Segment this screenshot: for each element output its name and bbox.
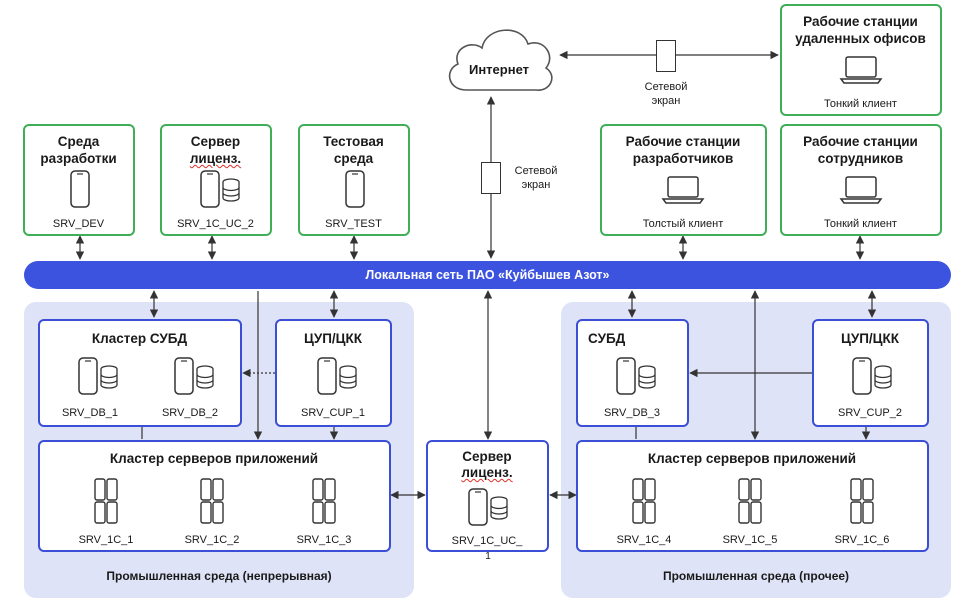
firewall-top-label-2: экран [651,95,681,107]
dbms-title: СУБД [588,331,626,346]
cup2-box: ЦУП/ЦКК SRV_CUP_2 [812,319,929,427]
server-rack-icon [94,478,118,524]
app-cluster-left-server-3: SRV_1C_3 [296,534,352,546]
dev-workstations-title-1: Рабочие станции [625,134,741,149]
license-top-server: SRV_1C_UC_2 [177,218,254,230]
dev-workstations-box: Рабочие станции разработчиков Толстый кл… [600,124,767,236]
lan-bar: Локальная сеть ПАО «Куйбышев Азот» [24,261,951,289]
firewall-mid-icon [481,162,501,194]
dev-workstations-client: Толстый клиент [642,218,724,230]
server-db-icon [174,357,214,395]
dev-env-box: Среда разработки SRV_DEV [23,124,135,236]
zone-other-label: Промышленная среда (прочее) [662,569,850,583]
employee-workstations-client: Тонкий клиент [824,218,897,230]
firewall-mid-label-2: экран [521,179,551,191]
cup1-title: ЦУП/ЦКК [303,331,363,346]
laptop-icon [839,176,883,204]
server-rack-icon [850,478,874,524]
app-cluster-right-server-1: SRV_1C_4 [616,534,672,546]
test-env-box: Тестовая среда SRV_TEST [298,124,410,236]
server-db-icon [78,357,118,395]
cup1-box: ЦУП/ЦКК SRV_CUP_1 [275,319,392,427]
dev-env-server: SRV_DEV [52,218,105,230]
server-rack-icon [200,478,224,524]
laptop-icon [839,56,883,84]
remote-offices-client: Тонкий клиент [824,98,897,110]
app-cluster-right-title: Кластер серверов приложений [647,451,857,466]
dbms-cluster-box: Кластер СУБД SRV_DB_1 SRV_DB_2 [38,319,242,427]
dbms-server: SRV_DB_3 [603,407,661,419]
laptop-icon [661,176,705,204]
employee-workstations-box: Рабочие станции сотрудников Тонкий клиен… [780,124,942,236]
license-mid-title-1: Сервер [462,449,512,464]
app-cluster-left-server-1: SRV_1C_1 [78,534,134,546]
employee-workstations-title-1: Рабочие станции [803,134,918,149]
server-rack-icon [632,478,656,524]
server-rack-icon [312,478,336,524]
firewall-mid-label-1: Сетевой [514,165,558,177]
license-top-box: Сервер лиценз. SRV_1C_UC_2 [160,124,272,236]
server-db-icon [852,357,892,395]
dbms-cluster-server-2: SRV_DB_2 [161,407,219,419]
firewall-top-label-1: Сетевой [644,81,688,93]
server-db-icon [468,488,508,526]
license-mid-title-2: лиценз. [461,465,513,480]
license-mid-box: Сервер лиценз. SRV_1C_UC_ [426,440,549,552]
cloud-icon [448,29,553,91]
dbms-box: СУБД SRV_DB_3 [576,319,689,427]
remote-offices-title-2: удаленных офисов [795,31,926,46]
zone-continuous-label: Промышленная среда (непрерывная) [106,569,332,583]
license-top-title-2: лиценз. [189,151,242,166]
server-icon [70,170,90,208]
internet-label: Интернет [468,62,529,77]
license-mid-server-1: SRV_1C_UC_ [451,535,523,547]
cup1-server: SRV_CUP_1 [301,407,365,419]
cup2-server: SRV_CUP_2 [838,407,902,419]
cup2-title: ЦУП/ЦКК [840,331,900,346]
remote-offices-title-1: Рабочие станции [803,14,918,29]
test-env-title-1: Тестовая [323,134,384,149]
server-icon [345,170,365,208]
server-db-icon [200,170,240,208]
app-cluster-right-server-3: SRV_1C_6 [834,534,890,546]
license-mid-server-2: 1 [485,551,491,562]
app-cluster-right-box: Кластер серверов приложений SRV_1C_4 SRV… [576,440,929,552]
server-db-icon [616,357,656,395]
app-cluster-left-title: Кластер серверов приложений [109,451,319,466]
server-rack-icon [738,478,762,524]
license-top-title-1: Сервер [190,134,241,149]
dev-workstations-title-2: разработчиков [632,151,734,166]
dbms-cluster-server-1: SRV_DB_1 [61,407,119,419]
firewall-top-icon [656,40,676,72]
app-cluster-left-box: Кластер серверов приложений SRV_1C_1 SRV… [38,440,391,552]
test-env-server: SRV_TEST [325,218,382,230]
server-db-icon [317,357,357,395]
app-cluster-left-server-2: SRV_1C_2 [184,534,240,546]
dbms-cluster-title: Кластер СУБД [91,331,188,346]
app-cluster-right-server-2: SRV_1C_5 [722,534,778,546]
dev-env-title-1: Среда [57,134,100,149]
employee-workstations-title-2: сотрудников [817,151,904,166]
dev-env-title-2: разработки [40,151,117,166]
remote-offices-box: Рабочие станции удаленных офисов Тонкий … [780,4,942,116]
test-env-title-2: среда [333,151,374,166]
